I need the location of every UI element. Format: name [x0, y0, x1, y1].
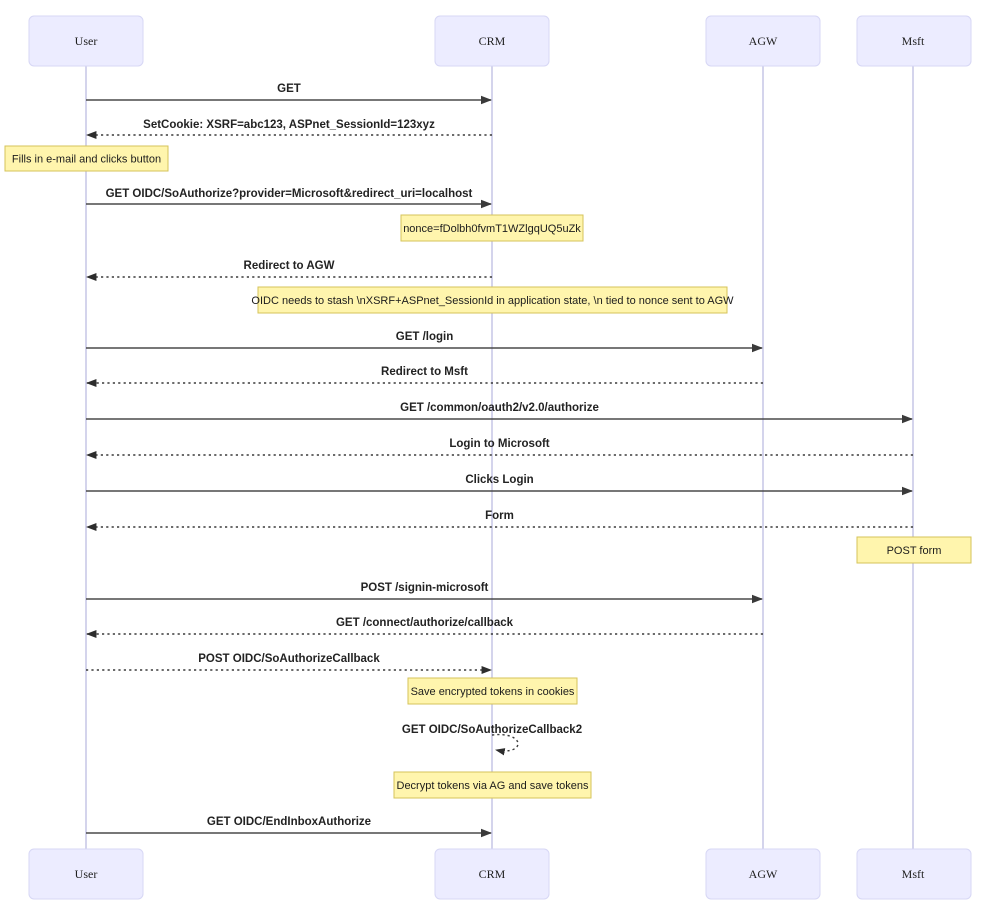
message-m11[interactable]: POST /signin-microsoft: [86, 582, 764, 604]
note-n3[interactable]: OIDC needs to stash \nXSRF+ASPnet_Sessio…: [251, 286, 734, 314]
actor-label: AGW: [749, 34, 778, 48]
note-box: [257, 286, 728, 314]
message-m8[interactable]: Login to Microsoft: [85, 438, 913, 459]
actor-agw-top[interactable]: AGW: [705, 15, 821, 67]
actor-crm-top[interactable]: CRM: [434, 15, 550, 67]
actor-msft-bottom[interactable]: Msft: [856, 848, 972, 900]
note-n5[interactable]: Save encrypted tokens in cookies: [407, 677, 578, 705]
actor-user-bottom[interactable]: User: [28, 848, 144, 900]
note-n2[interactable]: nonce=fDolbh0fvmT1WZlgqUQ5uZk: [400, 214, 584, 242]
actor-label: User: [75, 867, 98, 881]
message-label: GET OIDC/SoAuthorize?provider=Microsoft&…: [106, 188, 473, 200]
actor-crm-bottom[interactable]: CRM: [434, 848, 550, 900]
message-label: Form: [485, 510, 514, 522]
message-label: Redirect to AGW: [244, 260, 335, 272]
message-m3[interactable]: GET OIDC/SoAuthorize?provider=Microsoft&…: [86, 188, 493, 209]
self-message-arrow: [491, 733, 519, 756]
message-m15[interactable]: GET OIDC/EndInboxAuthorize: [86, 816, 493, 838]
note-box: [407, 677, 578, 705]
message-m6[interactable]: Redirect to Msft: [85, 366, 763, 387]
note-n6[interactable]: Decrypt tokens via AG and save tokens: [393, 771, 592, 799]
message-m9[interactable]: Clicks Login: [86, 474, 914, 496]
message-label: GET /common/oauth2/v2.0/authorize: [400, 402, 599, 414]
message-m12[interactable]: GET /connect/authorize/callback: [85, 617, 763, 638]
message-label: GET /login: [396, 331, 454, 343]
actor-msft-top[interactable]: Msft: [856, 15, 972, 67]
message-label: POST OIDC/SoAuthorizeCallback: [198, 653, 380, 665]
message-label: SetCookie: XSRF=abc123, ASPnet_SessionId…: [143, 119, 435, 131]
message-label: Redirect to Msft: [381, 366, 468, 378]
note-n4[interactable]: POST form: [856, 536, 972, 564]
actor-box: [856, 15, 972, 67]
message-m7[interactable]: GET /common/oauth2/v2.0/authorize: [86, 402, 914, 424]
note-box: [393, 771, 592, 799]
actor-label: Msft: [902, 34, 925, 48]
actor-box: [28, 848, 144, 900]
message-m13[interactable]: POST OIDC/SoAuthorizeCallback: [86, 653, 493, 674]
note-label: nonce=fDolbh0fvmT1WZlgqUQ5uZk: [403, 223, 581, 235]
note-label: POST form: [887, 545, 942, 557]
note-label: OIDC needs to stash \nXSRF+ASPnet_Sessio…: [251, 295, 734, 307]
note-box: [4, 145, 169, 172]
notes-group: Fills in e-mail and clicks button nonce=f…: [4, 145, 972, 799]
message-m4[interactable]: Redirect to AGW: [85, 260, 492, 281]
actor-label: User: [75, 34, 98, 48]
actor-agw-bottom[interactable]: AGW: [705, 848, 821, 900]
message-m14[interactable]: GET OIDC/SoAuthorizeCallback2: [402, 724, 582, 756]
message-label: GET: [277, 83, 301, 95]
message-label: GET OIDC/EndInboxAuthorize: [207, 816, 371, 828]
note-label: Save encrypted tokens in cookies: [411, 686, 575, 698]
message-label: Clicks Login: [465, 474, 533, 486]
actor-box: [705, 15, 821, 67]
note-box: [856, 536, 972, 564]
message-label: Login to Microsoft: [449, 438, 549, 450]
message-m1[interactable]: GET: [86, 83, 493, 105]
actor-label: CRM: [479, 867, 506, 881]
actor-label: AGW: [749, 867, 778, 881]
message-m10[interactable]: Form: [85, 510, 913, 531]
actor-box: [434, 15, 550, 67]
note-box: [400, 214, 584, 242]
note-label: Fills in e-mail and clicks button: [12, 153, 161, 165]
actor-label: Msft: [902, 867, 925, 881]
actor-box: [434, 848, 550, 900]
message-m2[interactable]: SetCookie: XSRF=abc123, ASPnet_SessionId…: [85, 119, 492, 139]
actor-box: [28, 15, 144, 67]
message-label: GET OIDC/SoAuthorizeCallback2: [402, 724, 582, 736]
actor-box: [856, 848, 972, 900]
message-label: GET /connect/authorize/callback: [336, 617, 514, 629]
note-label: Decrypt tokens via AG and save tokens: [397, 780, 589, 792]
note-n1[interactable]: Fills in e-mail and clicks button: [4, 145, 169, 172]
actor-box: [705, 848, 821, 900]
message-label: POST /signin-microsoft: [361, 582, 489, 594]
actor-label: CRM: [479, 34, 506, 48]
messages-group: GET SetCookie: XSRF=abc123, ASPnet_Sessio…: [85, 83, 914, 838]
message-m5[interactable]: GET /login: [86, 331, 764, 353]
actor-user-top[interactable]: User: [28, 15, 144, 67]
